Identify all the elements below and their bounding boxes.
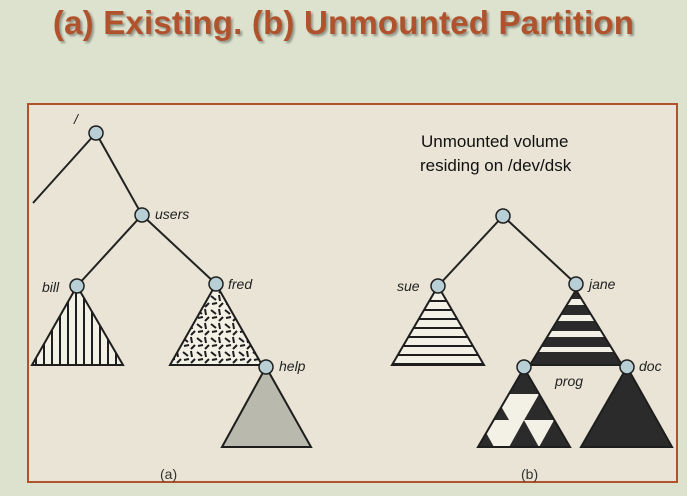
volume-note-line1: Unmounted volume <box>421 132 568 151</box>
volume-note-line2: residing on /dev/dsk <box>420 156 572 175</box>
tree-b: Unmounted volume residing on /dev/dsk <box>390 132 674 482</box>
caption-a: (a) <box>160 466 177 482</box>
root-node <box>88 125 104 141</box>
prog-node <box>516 359 532 375</box>
tree-a: / users bill fred help (a) <box>30 111 313 482</box>
jane-subtree-outline <box>528 288 624 366</box>
sue-node <box>430 278 446 294</box>
fred-node <box>208 276 224 292</box>
jane-node <box>568 276 584 292</box>
slide-title: (a) Existing. (b) Unmounted Partition <box>52 4 635 41</box>
doc-label: doc <box>639 358 662 374</box>
edge-users-fred <box>141 214 217 285</box>
edge-broot-jane <box>502 215 577 285</box>
bill-label: bill <box>42 279 60 295</box>
doc-subtree <box>579 364 674 448</box>
volume-root-node <box>495 208 511 224</box>
help-subtree <box>220 364 313 448</box>
prog-subtree-outline <box>476 366 572 448</box>
help-label: help <box>279 358 306 374</box>
edge-broot-sue <box>437 215 504 287</box>
fred-subtree <box>168 281 264 366</box>
edge-root-left <box>32 132 97 204</box>
prog-label: prog <box>554 373 583 389</box>
bill-subtree <box>30 283 125 366</box>
doc-node <box>619 359 635 375</box>
fred-label: fred <box>228 276 253 292</box>
help-node <box>258 359 274 375</box>
sue-label: sue <box>397 278 420 294</box>
jane-label: jane <box>587 276 616 292</box>
edge-root-users <box>95 132 143 216</box>
caption-b: (b) <box>521 466 538 482</box>
figure-panel <box>27 103 678 483</box>
sue-subtree <box>390 284 486 366</box>
jane-subtree <box>530 290 622 365</box>
bill-node <box>69 278 85 294</box>
users-node <box>134 207 150 223</box>
users-label: users <box>155 206 189 222</box>
edge-users-bill <box>76 214 143 287</box>
root-label: / <box>73 111 80 127</box>
